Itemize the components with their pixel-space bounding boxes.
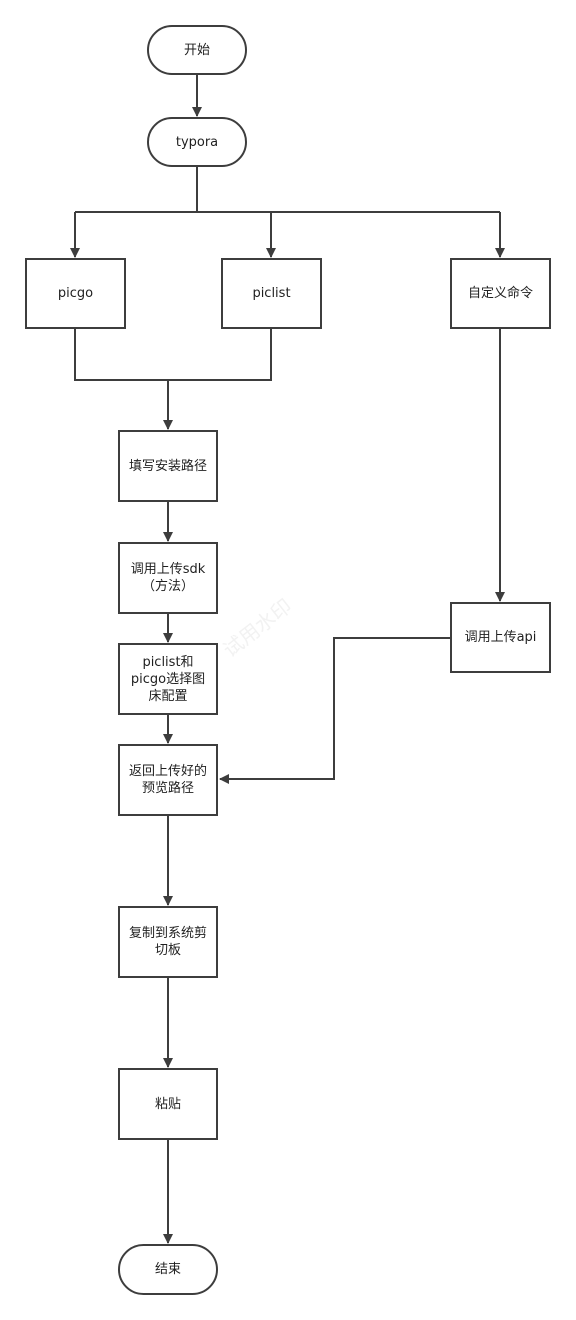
typora-node: typora	[147, 117, 247, 167]
paste-node: 粘贴	[118, 1068, 218, 1140]
fill-install-path-node: 填写安装路径	[118, 430, 218, 502]
piclist-node: piclist	[221, 258, 322, 329]
start-node: 开始	[147, 25, 247, 75]
custom-command-node: 自定义命令	[450, 258, 551, 329]
edge-api-to-return	[219, 637, 450, 784]
return-preview-path-node: 返回上传好的 预览路径	[118, 744, 218, 816]
call-upload-api-node: 调用上传api	[450, 602, 551, 673]
end-node: 结束	[118, 1244, 218, 1295]
picgo-node: picgo	[25, 258, 126, 329]
edge-picgo-merge	[74, 329, 272, 381]
choose-image-host-node: piclist和 picgo选择图 床配置	[118, 643, 218, 715]
copy-to-clipboard-node: 复制到系统剪 切板	[118, 906, 218, 978]
call-upload-sdk-node: 调用上传sdk （方法）	[118, 542, 218, 614]
